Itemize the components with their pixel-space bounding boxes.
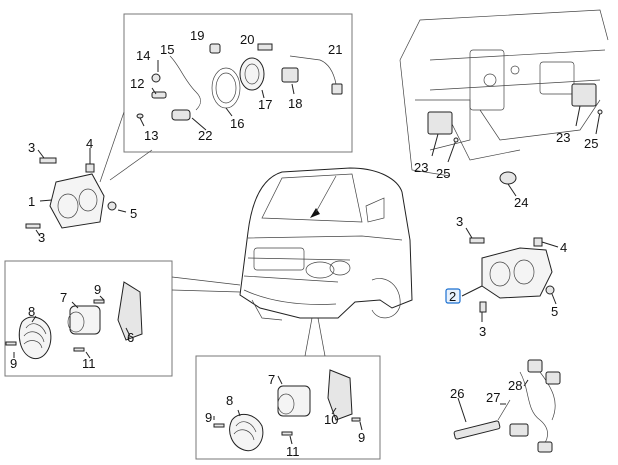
right-headlamp-assembly	[461, 227, 559, 322]
callout-7: 7	[268, 372, 275, 387]
fog-lamp-left-parts	[5, 281, 143, 360]
callout-10: 10	[324, 412, 338, 427]
callout-14: 14	[136, 48, 150, 63]
callout-4: 4	[86, 136, 93, 151]
callout-23: 23	[556, 130, 570, 145]
callout-2: 2	[449, 289, 456, 304]
callout-9: 9	[10, 356, 17, 371]
callout-28: 28	[508, 378, 522, 393]
callout-27: 27	[486, 390, 500, 405]
callout-22: 22	[198, 128, 212, 143]
callout-11: 11	[82, 356, 96, 371]
callout-23: 23	[414, 160, 428, 175]
plug-cap	[499, 171, 517, 185]
callout-17: 17	[258, 97, 272, 112]
callout-3: 3	[456, 214, 463, 229]
highlight-box-2	[445, 288, 461, 304]
callout-21: 21	[328, 42, 342, 57]
callout-3: 3	[38, 230, 45, 245]
bulb-detail-parts	[136, 43, 343, 131]
callout-25: 25	[436, 166, 450, 181]
relay-module-right	[571, 83, 597, 107]
callout-8: 8	[28, 304, 35, 319]
callout-6: 6	[127, 330, 134, 345]
front-pointer-arrow	[310, 208, 320, 218]
callout-7: 7	[60, 290, 67, 305]
callout-26: 26	[450, 386, 464, 401]
fog-lamp-right-parts	[213, 369, 363, 452]
callout-12: 12	[130, 76, 144, 91]
callout-labels: 1 2 3 3 3 3 4 4 5 5 6 7 7 8 8 9 9 9 9 10…	[10, 28, 598, 459]
callout-15: 15	[160, 42, 174, 57]
left-headlamp-assembly	[25, 148, 127, 237]
screw-25b	[597, 109, 603, 115]
bulb-detail-inset	[123, 13, 353, 153]
callout-5: 5	[130, 206, 137, 221]
inset-leader-lines	[99, 111, 326, 357]
callout-24: 24	[514, 195, 528, 210]
callout-13: 13	[144, 128, 158, 143]
callout-9: 9	[94, 282, 101, 297]
callout-4: 4	[560, 240, 567, 255]
callout-5: 5	[551, 304, 558, 319]
callout-9: 9	[205, 410, 212, 425]
callout-1: 1	[28, 194, 35, 209]
callout-9: 9	[358, 430, 365, 445]
callout-18: 18	[288, 96, 302, 111]
callout-11: 11	[286, 444, 300, 459]
callout-3: 3	[28, 140, 35, 155]
callout-20: 20	[240, 32, 254, 47]
callout-16: 16	[230, 116, 244, 131]
dashboard-illustration	[399, 9, 609, 177]
callout-3: 3	[479, 324, 486, 339]
van-illustration	[239, 167, 413, 321]
screw-25a	[453, 137, 459, 143]
callout-19: 19	[190, 28, 204, 43]
callout-8: 8	[226, 393, 233, 408]
harness-parts	[453, 359, 561, 453]
relay-module-left	[427, 111, 453, 135]
callout-25: 25	[584, 136, 598, 151]
